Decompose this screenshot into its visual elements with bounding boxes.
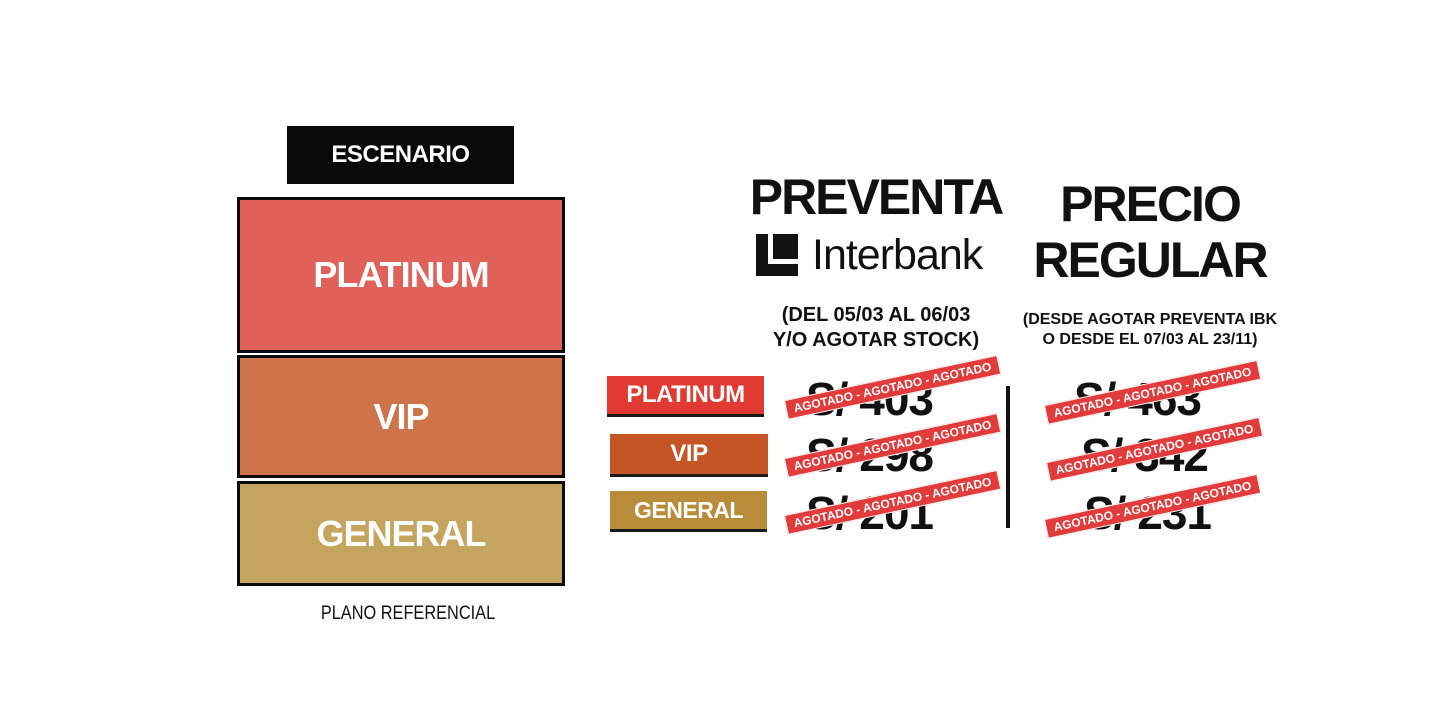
regular-title: PRECIO REGULAR — [1030, 176, 1270, 288]
interbank-logo: Interbank — [754, 230, 983, 279]
preventa-dates: (DEL 05/03 AL 06/03 Y/O AGOTAR STOCK) — [746, 303, 1006, 353]
regular-dates: (DESDE AGOTAR PREVENTA IBK O DESDE EL 07… — [1010, 310, 1290, 350]
preventa-dates-line1: (DEL 05/03 AL 06/03 — [781, 304, 971, 326]
tag-general: GENERAL — [610, 491, 767, 532]
interbank-logo-text: Interbank — [812, 230, 983, 279]
zone-platinum: PLATINUM — [237, 197, 565, 353]
plan-note: PLANO REFERENCIAL — [320, 603, 496, 624]
interbank-logo-icon — [754, 232, 800, 278]
tag-vip: VIP — [610, 434, 768, 477]
preventa-dates-line2: Y/O AGOTAR STOCK) — [772, 329, 980, 351]
tag-platinum: PLATINUM — [607, 376, 764, 417]
regular-dates-line1: (DESDE AGOTAR PREVENTA IBK — [1022, 311, 1278, 328]
zone-vip-label: VIP — [373, 395, 429, 437]
preventa-title: PREVENTA — [749, 169, 1005, 225]
regular-title-line2: REGULAR — [1033, 232, 1268, 288]
regular-title-line1: PRECIO — [1060, 176, 1242, 232]
zone-platinum-label: PLATINUM — [313, 254, 489, 295]
zone-general-label: GENERAL — [316, 512, 486, 554]
zone-general: GENERAL — [237, 481, 565, 586]
regular-dates-line2: O DESDE EL 07/03 AL 23/11) — [1042, 331, 1258, 348]
column-divider — [1006, 386, 1010, 528]
zone-vip: VIP — [237, 355, 565, 478]
stage-label: ESCENARIO — [287, 126, 514, 184]
